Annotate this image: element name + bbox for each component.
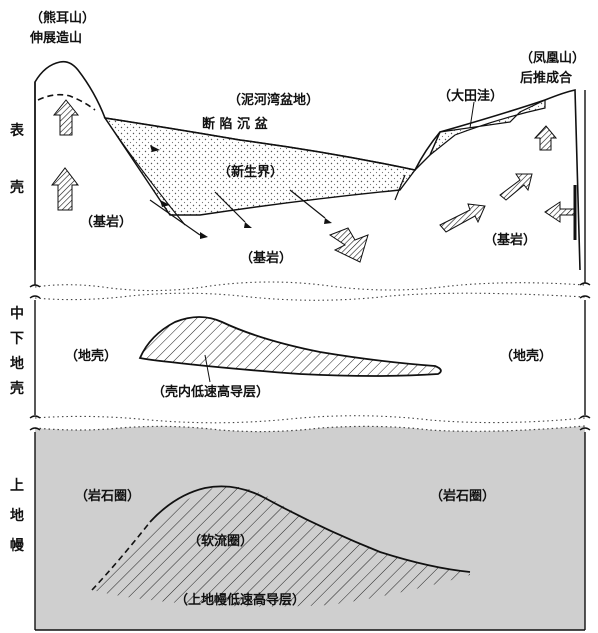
left-mountain-type: 伸展造山 — [29, 30, 82, 46]
bedrock-label-center: （基岩） — [240, 250, 292, 266]
uplift-arrow-left-1 — [52, 99, 80, 136]
left-mountain-dashed — [37, 93, 96, 111]
datianwa-leader — [469, 101, 475, 129]
crust-boundary-lower-dotted — [34, 292, 586, 301]
lithosphere-label-left: （岩石圈） — [75, 488, 140, 504]
bedrock-label-left: （基岩） — [80, 214, 132, 230]
svg-text:地: 地 — [10, 507, 24, 524]
datianwa-basin-fill — [429, 99, 546, 156]
lithosphere-label-right: （岩石圈） — [430, 488, 495, 504]
datianwa-label: （大田洼） — [438, 88, 503, 104]
fault-line-3 — [214, 191, 246, 223]
fault-line-4 — [289, 189, 326, 219]
datianwa-fault — [414, 131, 441, 171]
fault-line-5 — [394, 174, 406, 201]
side-label-upper-mantle: 上 地 幔 — [10, 478, 25, 554]
svg-text:上: 上 — [10, 478, 24, 494]
crustal-lvz-label: （壳内低速高导层） — [152, 384, 269, 400]
crust-boundary-lower2-dotted — [34, 415, 586, 424]
crust-label-right: （地壳） — [500, 348, 552, 364]
mantle-lvz-label: （上地幔低速高导层） — [175, 592, 305, 608]
fault-line-1 — [104, 117, 186, 226]
crust-label-left: （地壳） — [65, 348, 117, 364]
fault-arrows — [150, 145, 332, 239]
side-label-mid-lower-crust: 中 下 地 壳 — [9, 305, 24, 397]
left-mountain-name: （熊耳山） — [30, 10, 95, 26]
uplift-arrow-left-2 — [50, 167, 80, 211]
right-mountain-name: （凤凰山） — [520, 50, 585, 66]
svg-text:地: 地 — [10, 355, 24, 372]
asthenosphere-dashed-edge — [91, 521, 151, 591]
svg-text:壳: 壳 — [9, 380, 24, 397]
right-mountain-type: 后推成合 — [520, 70, 573, 86]
right-frame — [579, 90, 591, 630]
asthenosphere-body — [92, 486, 470, 607]
svg-text:下: 下 — [10, 331, 24, 347]
side-label-upper-crust: 表 壳 — [9, 122, 25, 196]
basin-name: （泥河湾盆地） — [228, 92, 319, 108]
mantle-boundary-dotted — [34, 425, 586, 433]
svg-text:中: 中 — [10, 305, 24, 322]
cenozoic-label: （新生界） — [218, 164, 283, 180]
basin-type: 断 陷 沉 盆 — [202, 116, 269, 132]
left-frame — [29, 82, 41, 630]
asthenosphere-label: （软流圈） — [188, 533, 253, 549]
svg-text:表: 表 — [9, 122, 25, 139]
crust-boundary-upper-dotted — [34, 281, 586, 292]
asthenosphere-top-line — [149, 485, 471, 573]
crustal-lvz-lens — [138, 316, 442, 377]
bedrock-label-right: （基岩） — [484, 232, 536, 248]
push-arrow-right-3 — [533, 125, 558, 151]
svg-text:幔: 幔 — [10, 537, 25, 554]
fault-line-2 — [149, 199, 201, 236]
push-arrow-right-4 — [544, 185, 577, 240]
push-arrow-right-2 — [499, 173, 533, 201]
crustal-lvz-leader — [204, 354, 211, 383]
push-arrow-right-1 — [439, 203, 486, 233]
svg-text:壳: 壳 — [9, 179, 24, 196]
down-arrow-center — [328, 227, 369, 263]
